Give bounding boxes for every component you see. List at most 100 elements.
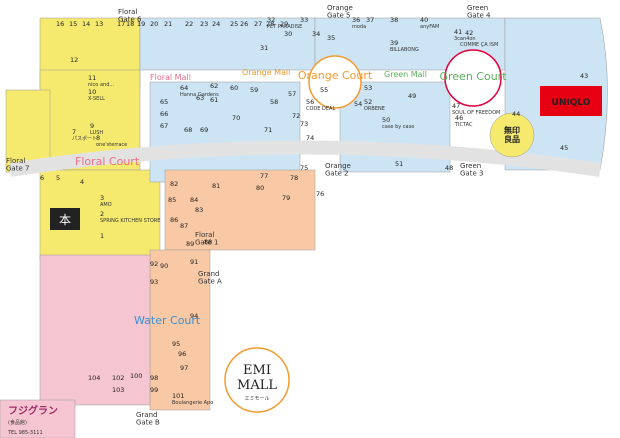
shop-unit-54[interactable]: 54 bbox=[354, 100, 362, 108]
shop-unit-80[interactable]: 80 bbox=[256, 184, 264, 192]
shop-unit-48[interactable]: 48 bbox=[445, 164, 453, 172]
shop-unit-26[interactable]: 26 bbox=[240, 20, 248, 28]
shop-unit-28[interactable]: 28 bbox=[266, 20, 274, 28]
muji-store[interactable]: 無印良品 bbox=[489, 112, 535, 158]
shop-unit-68[interactable]: 68 bbox=[184, 126, 192, 134]
shop-unit-37[interactable]: 37 bbox=[366, 16, 374, 24]
shop-unit-100[interactable]: 100 bbox=[130, 372, 142, 380]
shop-unit-51[interactable]: 51 bbox=[395, 160, 403, 168]
shop-unit-95[interactable]: 95 bbox=[172, 340, 180, 348]
shop-unit-84[interactable]: 84 bbox=[190, 196, 198, 204]
shop-unit-91[interactable]: 91 bbox=[190, 258, 198, 266]
shop-unit-79[interactable]: 79 bbox=[282, 194, 290, 202]
shop-unit-16[interactable]: 16 bbox=[56, 20, 64, 28]
shop-unit-93[interactable]: 93 bbox=[150, 278, 158, 286]
shop-unit-31[interactable]: 31 bbox=[260, 44, 268, 52]
shop-unit-66[interactable]: 66 bbox=[160, 110, 168, 118]
shop-unit-103[interactable]: 103 bbox=[112, 386, 124, 394]
shop-unit-44[interactable]: 44 bbox=[512, 110, 520, 118]
shop-unit-38[interactable]: 38 bbox=[390, 16, 398, 24]
shop-unit-13[interactable]: 13 bbox=[95, 20, 103, 28]
shop-unit-20[interactable]: 20 bbox=[150, 20, 158, 28]
shop-unit-29[interactable]: 29 bbox=[280, 20, 288, 28]
shop-unit-60[interactable]: 60 bbox=[230, 84, 238, 92]
shop-unit-74[interactable]: 74 bbox=[306, 134, 314, 142]
shop-unit-1[interactable]: 1 bbox=[100, 232, 104, 240]
shop-unit-43[interactable]: 43 bbox=[580, 72, 588, 80]
shop-unit-45[interactable]: 45 bbox=[560, 144, 568, 152]
shop-unit-6[interactable]: 6 bbox=[40, 174, 44, 182]
shop-unit-12[interactable]: 12 bbox=[70, 56, 78, 64]
shop-unit-71[interactable]: 71 bbox=[264, 126, 272, 134]
shop-unit-18[interactable]: 18 bbox=[126, 20, 134, 28]
shop-unit-24[interactable]: 24 bbox=[212, 20, 220, 28]
shop-unit-57[interactable]: 57 bbox=[288, 90, 296, 98]
shop-unit-85[interactable]: 85 bbox=[168, 196, 176, 204]
shop-unit-33[interactable]: 33 bbox=[300, 16, 308, 24]
shop-unit-104[interactable]: 104 bbox=[88, 374, 100, 382]
shop-unit-21[interactable]: 21 bbox=[164, 20, 172, 28]
shop-unit-88[interactable]: 88 bbox=[204, 238, 212, 246]
shop-unit-14[interactable]: 14 bbox=[82, 20, 90, 28]
shop-unit-55[interactable]: 55 bbox=[320, 86, 328, 94]
shop-unit-5[interactable]: 5 bbox=[56, 174, 60, 182]
shop-unit-94[interactable]: 94 bbox=[190, 312, 198, 320]
shop-unit-4[interactable]: 4 bbox=[80, 178, 84, 186]
shop-unit-62[interactable]: 62 bbox=[210, 82, 218, 90]
shop-unit-22[interactable]: 22 bbox=[185, 20, 193, 28]
uniqlo-store[interactable]: UNIQLO bbox=[540, 86, 602, 116]
bookstore[interactable]: 本 bbox=[50, 208, 80, 230]
shop-unit-76[interactable]: 76 bbox=[316, 190, 324, 198]
shop-unit-61[interactable]: 61 bbox=[210, 96, 218, 104]
shop-unit-82[interactable]: 82 bbox=[170, 180, 178, 188]
shop-unit-90[interactable]: 90 bbox=[160, 262, 168, 270]
shop-unit-10[interactable]: 10X-SELL bbox=[88, 88, 105, 102]
shop-unit-102[interactable]: 102 bbox=[112, 374, 124, 382]
shop-unit-99[interactable]: 99 bbox=[150, 386, 158, 394]
shop-unit-15[interactable]: 15 bbox=[69, 20, 77, 28]
shop-unit-96[interactable]: 96 bbox=[178, 350, 186, 358]
shop-unit-23[interactable]: 23 bbox=[200, 20, 208, 28]
shop-unit-63[interactable]: 63 bbox=[196, 94, 204, 102]
shop-unit-67[interactable]: 67 bbox=[160, 122, 168, 130]
shop-unit-49[interactable]: 49 bbox=[408, 92, 416, 100]
shop-unit-78[interactable]: 78 bbox=[290, 174, 298, 182]
shop-unit-69[interactable]: 69 bbox=[200, 126, 208, 134]
shop-unit-86[interactable]: 86 bbox=[170, 216, 178, 224]
shop-unit-89[interactable]: 89 bbox=[186, 240, 194, 248]
shop-unit-58[interactable]: 58 bbox=[270, 98, 278, 106]
shop-unit-53[interactable]: 53 bbox=[364, 84, 372, 92]
shop-unit-35[interactable]: 35 bbox=[327, 34, 335, 42]
shop-unit-17[interactable]: 17 bbox=[117, 20, 125, 28]
shop-unit-65[interactable]: 65 bbox=[160, 98, 168, 106]
shop-unit-81[interactable]: 81 bbox=[212, 182, 220, 190]
shop-unit-30[interactable]: 30 bbox=[284, 30, 292, 38]
shop-unit-73[interactable]: 73 bbox=[300, 120, 308, 128]
shop-unit-27[interactable]: 27 bbox=[254, 20, 262, 28]
shop-unit-72[interactable]: 72 bbox=[292, 112, 300, 120]
shop-unit-25[interactable]: 25 bbox=[230, 20, 238, 28]
shop-unit-97[interactable]: 97 bbox=[180, 364, 188, 372]
shop-unit-83[interactable]: 83 bbox=[195, 206, 203, 214]
shop-unit-92[interactable]: 92 bbox=[150, 260, 158, 268]
shop-unit-75[interactable]: 75 bbox=[300, 164, 308, 172]
shop-unit-98[interactable]: 98 bbox=[150, 374, 158, 382]
